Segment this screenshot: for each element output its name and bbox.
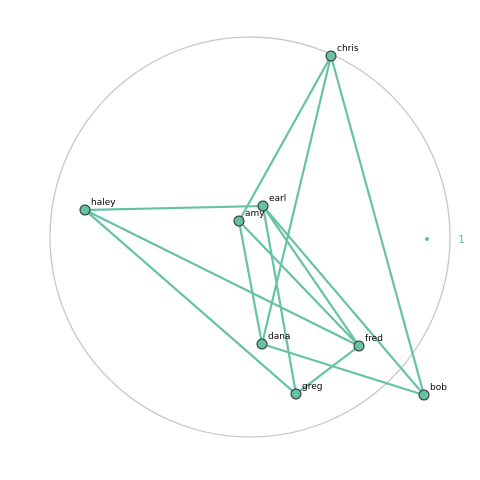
node-label: dana [268, 332, 290, 342]
edge-amy-dana [237, 220, 264, 345]
edge-chris-bob [329, 55, 426, 396]
node-circle[interactable] [256, 338, 268, 350]
edge-earl-bob [262, 205, 425, 396]
edge-chris-dana [260, 55, 333, 345]
node-circle[interactable] [79, 204, 91, 216]
edge-amy-fred [238, 220, 360, 347]
marker-label: 1 [458, 233, 465, 246]
node-fred[interactable]: fred [353, 334, 383, 352]
node-label: amy [245, 209, 265, 219]
node-greg[interactable]: greg [290, 382, 322, 400]
node-earl[interactable]: earl [257, 194, 286, 212]
node-circle[interactable] [325, 50, 337, 62]
boundary-circle [49, 36, 451, 438]
node-label: chris [337, 44, 359, 54]
node-circle[interactable] [353, 340, 365, 352]
edge-haley-fred [84, 209, 360, 347]
node-chris[interactable]: chris [325, 44, 359, 62]
node-circle[interactable] [257, 200, 269, 212]
edge-earl-fred [262, 205, 360, 347]
node-circle[interactable] [418, 389, 430, 401]
node-label: earl [269, 194, 286, 204]
node-dana[interactable]: dana [256, 332, 290, 350]
edge-chris-amy [238, 55, 332, 222]
edge-dana-bob [261, 342, 425, 397]
node-label: haley [91, 198, 116, 208]
node-amy[interactable]: amy [233, 209, 265, 227]
edge-haley-greg [84, 209, 297, 395]
edge-haley-earl [84, 204, 264, 212]
node-circle[interactable] [290, 388, 302, 400]
node-circle[interactable] [233, 215, 245, 227]
node-haley[interactable]: haley [79, 198, 116, 216]
edge-fred-greg [295, 345, 360, 395]
edge-earl-greg [261, 205, 298, 395]
node-label: fred [365, 334, 383, 344]
edge-layer [84, 55, 426, 397]
node-bob[interactable]: bob [418, 383, 447, 401]
node-label: greg [302, 382, 322, 392]
marker-dot [425, 237, 429, 241]
node-label: bob [430, 383, 447, 393]
